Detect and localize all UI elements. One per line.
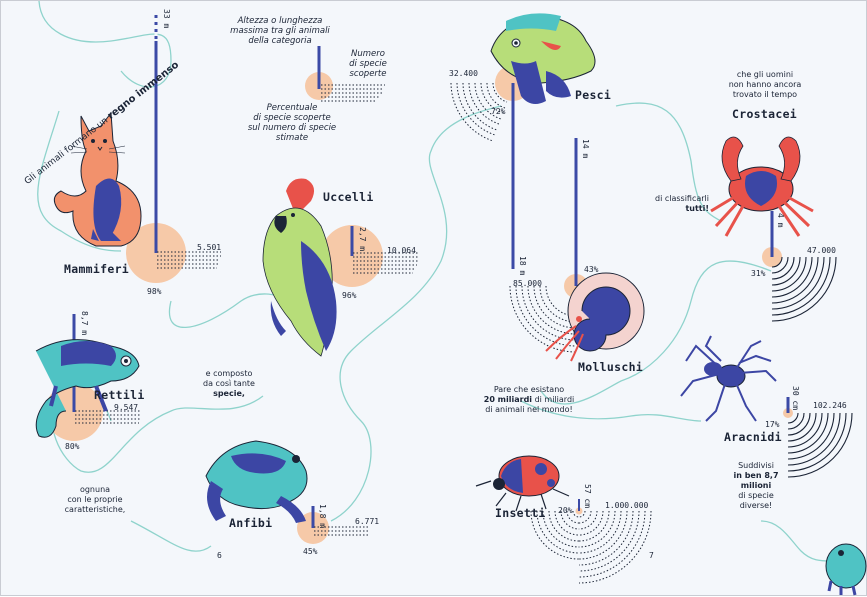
page-number-left: 6 xyxy=(217,551,222,560)
aracnidi-percent: 17% xyxy=(765,420,780,429)
story-estimate: Pare che esistano 20 miliardi di miliard… xyxy=(467,385,591,415)
story-divided-a: Suddivisi xyxy=(738,461,774,470)
fish-illustration xyxy=(490,13,596,105)
story-composed: e composto da così tante specie, xyxy=(189,369,269,399)
molluschi-percent: 43% xyxy=(584,265,599,274)
story-divided-c: milioni xyxy=(740,481,772,490)
aracnidi-size: 30 cm xyxy=(791,386,800,411)
story-divided-d: di specie diverse! xyxy=(738,491,774,510)
pesci-name: Pesci xyxy=(575,88,612,102)
uccelli-percent: 96% xyxy=(342,291,357,300)
crostacei-species: 47.000 xyxy=(807,246,836,255)
frog-illustration xyxy=(205,440,308,523)
story-classify: di classificarli tutti! xyxy=(629,194,709,214)
story-humans: che gli uomini non hanno ancora trovato … xyxy=(728,70,802,99)
aracnidi-name: Aracnidi xyxy=(724,430,782,444)
uccelli-chart xyxy=(321,225,419,287)
uccelli-species: 10.064 xyxy=(387,246,416,255)
spider-illustration xyxy=(680,335,777,422)
pesci-percent: 72% xyxy=(491,107,506,116)
pesci-chart xyxy=(450,65,531,269)
anfibi-species: 6.771 xyxy=(355,517,380,526)
ladybug-illustration xyxy=(475,455,570,512)
uccelli-size: 2,7 m xyxy=(358,227,367,252)
mammiferi-chart xyxy=(126,11,221,283)
anfibi-name: Anfibi xyxy=(229,516,273,530)
crostacei-name: Crostacei xyxy=(732,107,798,121)
story-all-word: tutti! xyxy=(685,204,709,213)
tardigrade-illustration xyxy=(825,543,867,596)
insetti-size: 57 cm xyxy=(583,484,592,509)
pesci-species: 32.400 xyxy=(449,69,478,78)
molluschi-name: Molluschi xyxy=(578,360,644,374)
story-each: ognuna con le proprie caratteristiche, xyxy=(64,485,126,514)
legend-species-note: Numero di specie scoperte xyxy=(349,49,387,79)
rettili-name: Rettili xyxy=(94,388,145,402)
legend-graphic xyxy=(305,46,385,102)
story-composed-text: e composto da così tante xyxy=(203,369,255,388)
aracnidi-species: 102.246 xyxy=(813,401,847,410)
mammiferi-percent: 98% xyxy=(147,287,162,296)
nautilus-illustration xyxy=(545,272,645,362)
insetti-species: 1.000.000 xyxy=(605,501,649,510)
story-classify-text: di classificarli xyxy=(655,194,709,203)
molluschi-species: 85.000 xyxy=(513,279,542,288)
crab-illustration xyxy=(710,136,814,237)
story-divided: Suddivisi in ben 8,7 milioni di specie d… xyxy=(719,461,793,511)
molluschi-size: 14 m xyxy=(581,139,590,159)
story-estimate-a: Pare che esistano xyxy=(493,385,565,394)
rettili-size: 8,7 m xyxy=(80,311,89,336)
mammiferi-name: Mammiferi xyxy=(64,262,130,276)
pesci-size: 18 m xyxy=(518,256,527,276)
story-estimate-d: di animali nel mondo! xyxy=(485,405,573,414)
legend-percent-note: Percentuale di specie scoperte sul numer… xyxy=(247,103,337,143)
story-species-word: specie, xyxy=(213,389,245,398)
page-number-right: 7 xyxy=(649,551,654,560)
anfibi-size: 1,8 m xyxy=(318,504,327,529)
story-estimate-b: 20 miliardi xyxy=(483,395,533,404)
rettili-species: 9.547 xyxy=(114,403,139,412)
legend-height-note: Altezza o lunghezza massima tra gli anim… xyxy=(230,16,330,46)
rettili-percent: 80% xyxy=(65,442,80,451)
mammiferi-size: 33 m xyxy=(162,9,171,29)
uccelli-name: Uccelli xyxy=(323,190,374,204)
cat-illustration xyxy=(53,111,142,247)
insetti-percent: 20% xyxy=(558,506,573,515)
crostacei-size: 4 m xyxy=(776,213,785,228)
story-divided-b: in ben 8,7 xyxy=(733,471,779,480)
crostacei-chart xyxy=(762,211,837,322)
insetti-chart xyxy=(530,499,652,584)
parrot-illustration xyxy=(262,178,337,357)
story-estimate-c: di miliardi xyxy=(532,395,575,404)
crostacei-percent: 31% xyxy=(751,269,766,278)
aracnidi-chart xyxy=(783,397,853,478)
chameleon-illustration xyxy=(35,339,140,438)
thread-line xyxy=(37,1,832,562)
anfibi-percent: 45% xyxy=(303,547,318,556)
insetti-name: Insetti xyxy=(495,506,546,520)
mammiferi-species: 5.501 xyxy=(197,243,222,252)
